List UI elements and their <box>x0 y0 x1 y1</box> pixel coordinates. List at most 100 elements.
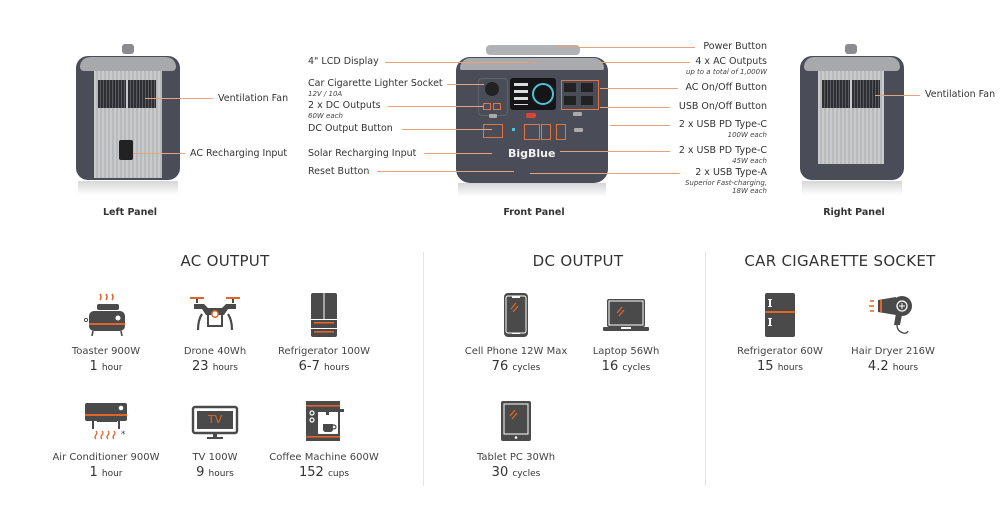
lcd-readout-icon <box>514 83 528 105</box>
item-name: Drone 40Wh <box>183 346 247 357</box>
value-unit: hours <box>892 363 919 373</box>
dc-item-cell-phone: Cell Phone 12W Max 76 cycles <box>451 290 581 374</box>
refrigerator-icon <box>259 290 389 340</box>
ac-on-off-button[interactable] <box>573 112 582 116</box>
handle-knob <box>845 44 857 54</box>
laptop-icon <box>561 290 691 340</box>
right-panel-caption: Right Panel <box>823 207 885 218</box>
item-value: 1 hour <box>41 359 171 374</box>
car-refrigerator-icon <box>715 290 845 340</box>
callout-line <box>145 98 213 99</box>
drone-icon <box>150 290 280 340</box>
value-number: 1 <box>89 465 98 480</box>
carry-handle <box>486 45 580 55</box>
cell-phone-icon <box>451 290 581 340</box>
callout-line <box>377 171 514 172</box>
callout-line <box>600 88 678 89</box>
value-number: 152 <box>298 465 324 480</box>
car-item-refrigerator: Refrigerator 60W 15 hours <box>715 290 845 374</box>
top-cap <box>804 57 900 71</box>
reset-button[interactable] <box>512 128 515 131</box>
value-number: 4.2 <box>867 359 889 374</box>
ventilation-fan-icon <box>98 80 126 108</box>
tv-icon-text: TV <box>207 413 223 426</box>
callout-car-socket: Car Cigarette Lighter Socket <box>308 78 443 89</box>
item-value: 30 cycles <box>451 465 581 480</box>
item-value: 4.2 hours <box>828 359 958 374</box>
item-name: Air Conditioner 900W <box>52 452 160 463</box>
value-number: 76 <box>491 359 509 374</box>
dc-output-port-icon <box>493 103 501 110</box>
callout-usb-type-a-note: Superior Fast-charging, <box>684 179 767 187</box>
callout-usb-type-a-note2: 18W each <box>732 187 767 195</box>
item-name: Refrigerator 100W <box>277 346 371 357</box>
dc-output-button[interactable] <box>489 114 497 118</box>
value-unit: hours <box>208 469 234 479</box>
callout-line <box>388 106 484 107</box>
value-number: 1 <box>89 359 98 374</box>
value-number: 23 <box>192 359 209 374</box>
callout-line <box>610 125 670 126</box>
top-cap <box>80 57 176 71</box>
callout-line <box>560 151 670 152</box>
callout-line <box>424 153 492 154</box>
callout-dc-output-button: DC Output Button <box>308 123 393 134</box>
ac-item-refrigerator: Refrigerator 100W 6-7 hours <box>259 290 389 374</box>
ventilation-fan-icon <box>852 80 880 108</box>
value-number: 16 <box>601 359 619 374</box>
value-unit: cycles <box>512 469 541 479</box>
callout-ventilation-fan-left: Ventilation Fan <box>218 93 289 104</box>
item-name: Laptop 56Wh <box>592 346 660 357</box>
item-name: Hair Dryer 216W <box>851 346 935 357</box>
ac-item-air-conditioner: * Air Conditioner 900W 1 hour <box>41 396 171 480</box>
car-socket-title: CAR CIGARETTE SOCKET <box>744 252 936 270</box>
item-value: 76 cycles <box>451 359 581 374</box>
car-item-hair-dryer: Hair Dryer 216W 4.2 hours <box>828 290 958 374</box>
item-name: TV 100W <box>192 452 238 463</box>
brand-logo: BigBlue <box>508 147 556 160</box>
item-value: 1 hour <box>41 465 171 480</box>
callout-line <box>447 84 484 85</box>
air-conditioner-icon: * <box>41 396 171 446</box>
section-divider <box>423 252 424 486</box>
ventilation-fan-icon <box>822 80 850 108</box>
value-unit: hour <box>101 363 123 373</box>
value-number: 6-7 <box>298 359 320 374</box>
solar-input-port <box>483 124 503 138</box>
ac-item-drone: Drone 40Wh 23 hours <box>150 290 280 374</box>
usb-type-a-ports <box>524 124 540 140</box>
front-panel-caption: Front Panel <box>503 207 565 218</box>
callout-reset-button: Reset Button <box>308 166 370 177</box>
handle-knob <box>122 44 134 54</box>
callout-ac-recharging-input: AC Recharging Input <box>190 148 288 159</box>
callout-line <box>600 107 670 108</box>
item-name: Refrigerator 60W <box>737 346 823 357</box>
callout-lcd-display: 4" LCD Display <box>308 56 379 67</box>
ac-outlet-icon <box>581 96 593 105</box>
callout-line <box>133 153 185 154</box>
svg-text:*: * <box>121 430 126 440</box>
callout-power-button: Power Button <box>703 41 767 52</box>
ac-item-toaster: Toaster 900W 1 hour <box>41 290 171 374</box>
usb-c-100w-ports <box>556 124 566 140</box>
callout-dc-outputs-note: 60W each <box>308 112 343 120</box>
reflection <box>802 181 902 195</box>
item-name: Coffee Machine 600W <box>269 452 379 463</box>
value-unit: cycles <box>512 363 541 373</box>
ac-outputs <box>561 80 599 110</box>
dc-output-title: DC OUTPUT <box>532 252 624 270</box>
callout-ac-outputs-note: up to a total of 1,000W <box>685 68 767 76</box>
tv-icon: TV <box>150 396 280 446</box>
callout-usb-type-a: 2 x USB Type-A <box>695 167 767 178</box>
ac-output-title: AC OUTPUT <box>180 252 270 270</box>
value-unit: cups <box>327 469 350 479</box>
section-divider <box>705 252 706 486</box>
toaster-icon <box>41 290 171 340</box>
usb-on-off-button[interactable] <box>574 128 583 132</box>
power-button[interactable] <box>526 113 536 118</box>
item-value: 152 cups <box>259 465 389 480</box>
dc-item-tablet: Tablet PC 30Wh 30 cycles <box>451 396 581 480</box>
ac-outlet-icon <box>581 83 593 92</box>
callout-line <box>402 129 492 130</box>
value-number: 30 <box>491 465 509 480</box>
